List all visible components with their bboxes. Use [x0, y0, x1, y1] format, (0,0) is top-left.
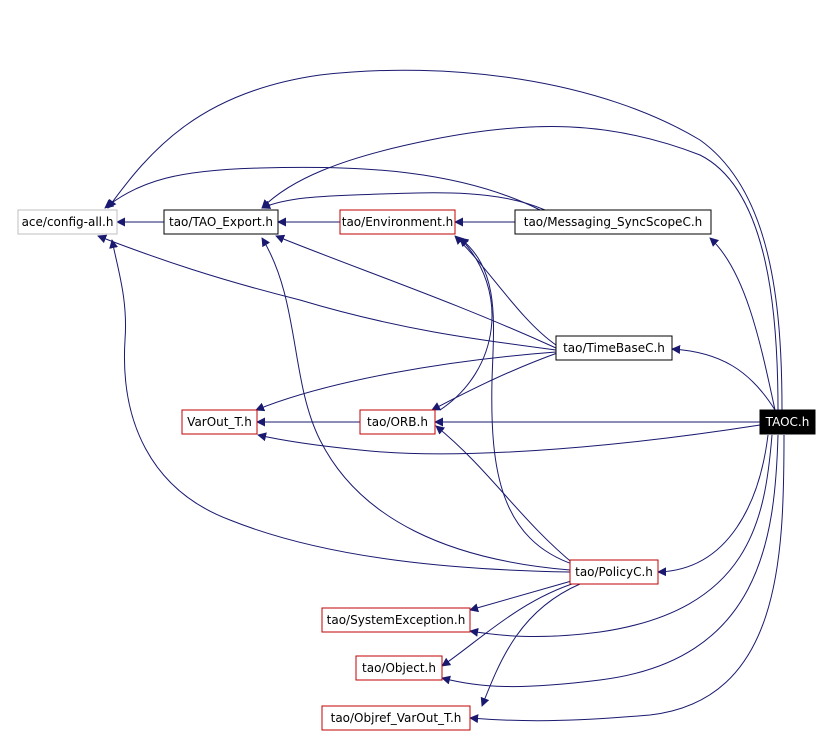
- node-tao-timebase[interactable]: tao/TimeBaseC.h: [555, 335, 673, 361]
- edge-policyc-to-object: [441, 581, 579, 667]
- edge-taoc-to-tao-export: [261, 126, 779, 411]
- edge-timebase-to-ace-config: [97, 234, 557, 351]
- edge-timebase-to-varout: [255, 351, 557, 412]
- edge-taoc-to-object: [441, 434, 779, 688]
- node-label: tao/Messaging_SyncScopeC.h: [524, 215, 703, 229]
- node-label: tao/TAO_Export.h: [169, 215, 273, 229]
- node-label: tao/TimeBaseC.h: [563, 341, 665, 355]
- node-taoc-root[interactable]: TAOC.h: [759, 409, 816, 435]
- edge-taoc-to-systemexception: [469, 434, 773, 638]
- node-label: tao/PolicyC.h: [575, 565, 653, 579]
- edge-policyc-to-orb: [435, 425, 576, 566]
- edge-taoc-to-varout: [257, 424, 761, 455]
- node-label: tao/SystemException.h: [327, 613, 466, 627]
- node-label: tao/Object.h: [362, 661, 436, 675]
- edge-taoc-to-timebase: [671, 345, 776, 411]
- edge-policyc-to-environment: [459, 237, 576, 566]
- edge-messaging-to-ace-config: [104, 166, 541, 211]
- node-tao-messaging-syncscope[interactable]: tao/Messaging_SyncScopeC.h: [514, 209, 712, 235]
- node-tao-objref-varout[interactable]: tao/Objref_VarOut_T.h: [321, 705, 471, 731]
- node-label: ace/config-all.h: [22, 215, 114, 229]
- edges: [97, 69, 785, 724]
- node-label: tao/Objref_VarOut_T.h: [331, 711, 462, 725]
- node-label: VarOut_T.h: [187, 415, 252, 429]
- node-tao-object[interactable]: tao/Object.h: [355, 655, 443, 681]
- edge-policyc-to-systemexception: [469, 579, 576, 613]
- edge-policyc-to-tao-export: [261, 237, 571, 571]
- node-tao-environment[interactable]: tao/Environment.h: [339, 209, 456, 235]
- edge-timebase-to-environment: [454, 235, 557, 346]
- node-label: tao/Environment.h: [342, 215, 454, 229]
- node-ace-config-all[interactable]: ace/config-all.h: [17, 209, 118, 235]
- node-label: TAOC.h: [765, 415, 810, 429]
- node-tao-systemexception[interactable]: tao/SystemException.h: [321, 607, 471, 633]
- edge-timebase-to-tao-export: [275, 234, 557, 349]
- node-tao-policyc[interactable]: tao/PolicyC.h: [569, 559, 659, 585]
- edge-taoc-to-policyc: [657, 434, 769, 577]
- node-tao-export[interactable]: tao/TAO_Export.h: [163, 209, 279, 235]
- edge-taoc-to-ace-config: [107, 69, 783, 411]
- node-label: tao/ORB.h: [367, 415, 428, 429]
- edge-policyc-to-ace-config: [109, 239, 571, 573]
- nodes: ace/config-all.h tao/TAO_Export.h tao/En…: [17, 209, 816, 731]
- edge-taoc-to-messaging: [709, 237, 776, 411]
- edge-messaging-to-tao-export: [261, 192, 546, 211]
- edge-policyc-to-objref-varout: [480, 583, 581, 707]
- edge-taoc-to-objref-varout: [469, 434, 785, 724]
- edge-orb-to-environment: [439, 237, 493, 411]
- node-tao-orb[interactable]: tao/ORB.h: [359, 409, 436, 435]
- node-varout-t[interactable]: VarOut_T.h: [181, 409, 258, 435]
